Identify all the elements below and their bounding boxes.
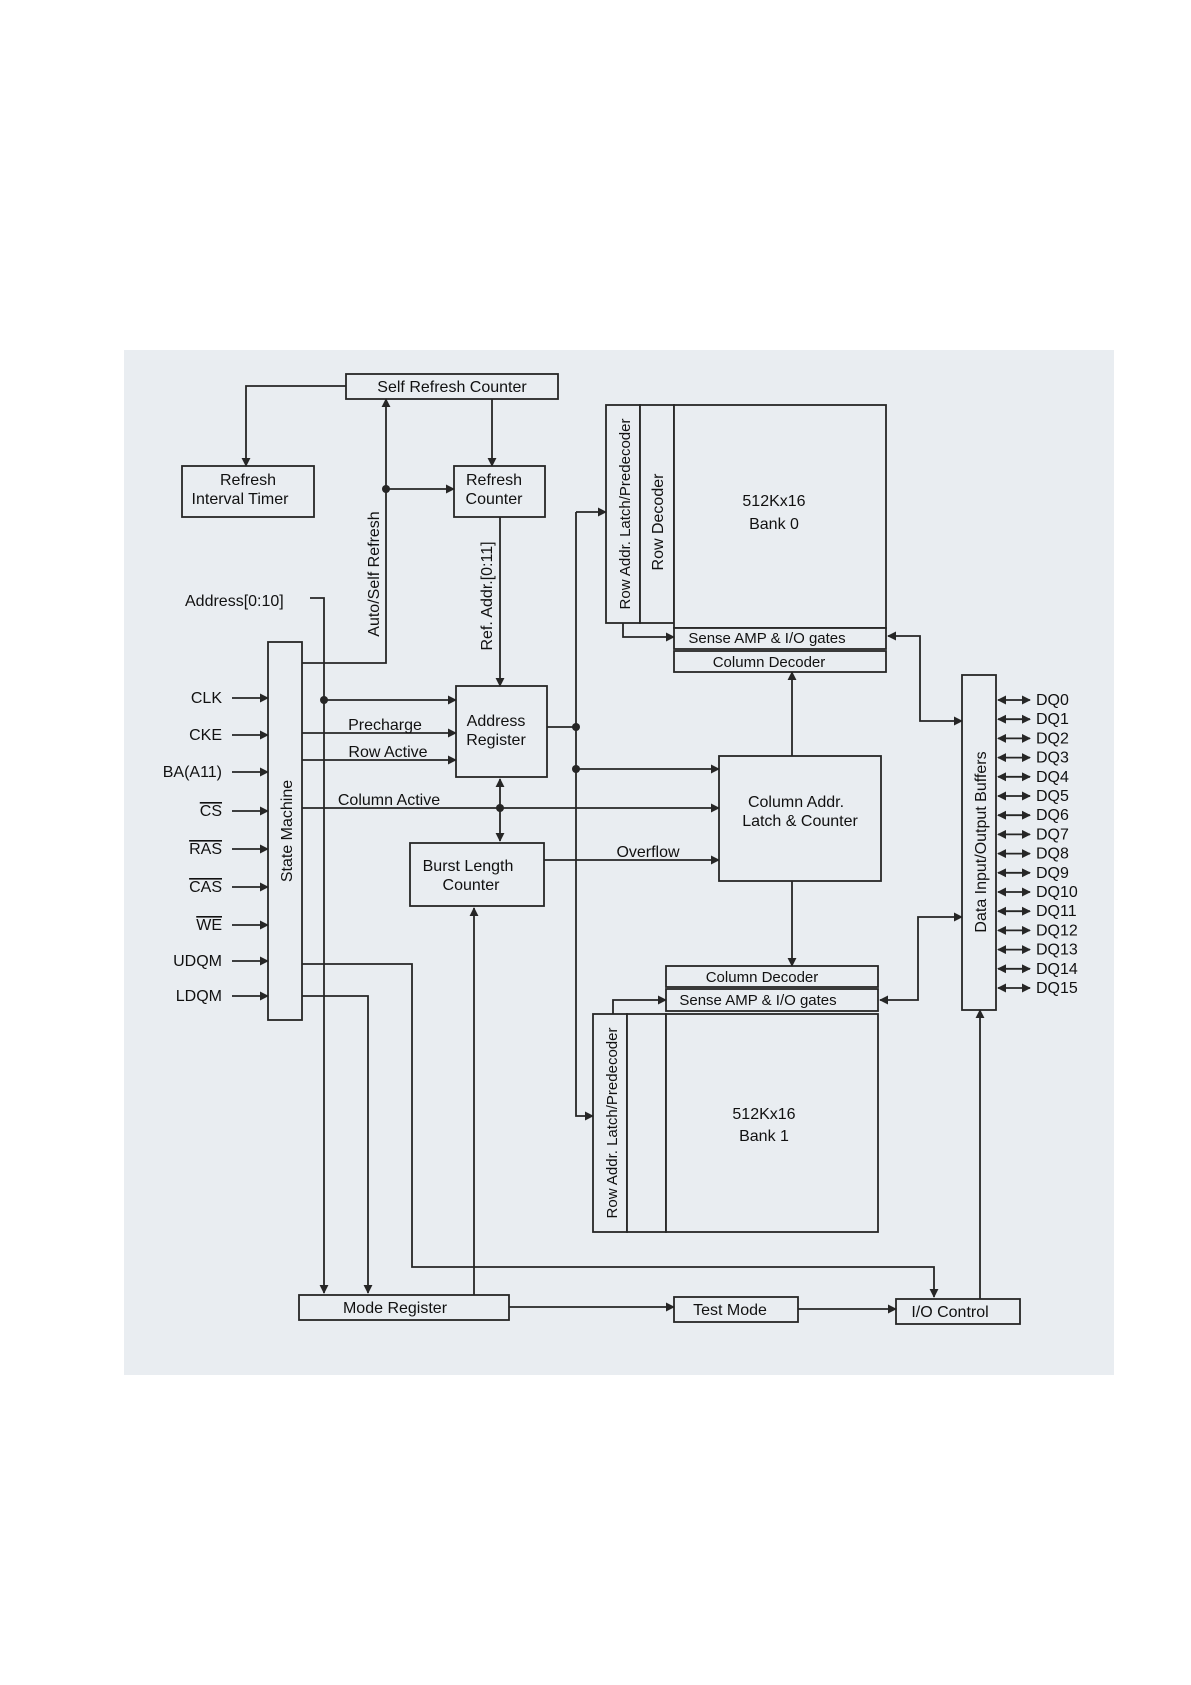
bank1-group: Column Decoder Sense AMP & I/O gates Row… <box>592 965 879 1233</box>
test-mode-label: Test Mode <box>693 1302 767 1319</box>
address-register-block: Address Register <box>455 685 548 778</box>
column-addr-latch-label-1: Column Addr. <box>748 794 844 811</box>
bank1-column-decoder-label: Column Decoder <box>706 969 819 986</box>
overflow-label: Overflow <box>616 844 680 861</box>
bank1-row-decoder <box>626 1013 667 1233</box>
refresh-interval-timer-label-1: Refresh <box>220 472 276 489</box>
bank1-array <box>665 1013 879 1233</box>
bank0-row-addr-latch-label: Row Addr. Latch/Predecoder <box>617 419 634 610</box>
wire-self-refresh-to-timer <box>241 385 346 467</box>
mode-register-block: Mode Register <box>298 1294 510 1321</box>
dq-label-0: DQ0 <box>1036 692 1069 709</box>
refresh-counter-block: Refresh Counter <box>453 465 546 518</box>
dq-label-14: DQ14 <box>1036 961 1078 978</box>
bank0-column-decoder <box>673 650 887 673</box>
wire-dqm-to-mode-register <box>302 995 373 1294</box>
bank0-row-decoder-label: Row Decoder <box>650 473 667 571</box>
input-pins: CLK CKE BA(A11) CS RAS CAS WE UDQM LDQM <box>163 690 269 1005</box>
wire-row-address-bus <box>575 512 594 1121</box>
dq-label-11: DQ11 <box>1036 903 1077 920</box>
bank0-array <box>673 404 887 629</box>
bank0-group: Row Addr. Latch/Predecoder Row Decoder 5… <box>605 404 887 673</box>
self-refresh-counter-label: Self Refresh Counter <box>377 379 527 396</box>
dq-label-10: DQ10 <box>1036 884 1078 901</box>
input-label-udqm: UDQM <box>173 953 222 970</box>
input-label-cas: CAS <box>189 879 222 896</box>
refresh-counter-label-1: Refresh <box>466 472 522 489</box>
bank1-column-decoder <box>665 965 879 988</box>
input-label-cs: CS <box>200 803 222 820</box>
junction-register-out <box>572 723 580 731</box>
bank0-label-1: 512Kx16 <box>742 493 805 510</box>
auto-self-refresh-label: Auto/Self Refresh <box>366 511 383 636</box>
bank1-sense-amp-label: Sense AMP & I/O gates <box>679 992 836 1009</box>
wire-bank0-data <box>887 631 963 726</box>
precharge-label: Precharge <box>348 717 422 734</box>
column-active-label: Column Active <box>338 792 440 809</box>
io-control-block: I/O Control <box>895 1298 1021 1325</box>
burst-length-counter-block: Burst Length Counter <box>409 842 545 907</box>
bank0-sense-amp-label: Sense AMP & I/O gates <box>688 630 845 647</box>
dq-label-2: DQ2 <box>1036 730 1069 747</box>
row-active-label: Row Active <box>348 744 427 761</box>
dq-label-12: DQ12 <box>1036 922 1078 939</box>
refresh-counter-label-2: Counter <box>466 491 524 508</box>
wire-address-bus <box>310 597 329 1294</box>
mode-register-label: Mode Register <box>343 1300 448 1317</box>
data-buffers-block: Data Input/Output Buffers <box>961 674 997 1011</box>
refresh-interval-timer-label-2: Interval Timer <box>192 491 290 508</box>
column-addr-latch-label-2: Latch & Counter <box>742 813 858 830</box>
bank0-column-decoder-label: Column Decoder <box>713 654 826 671</box>
input-label-cke: CKE <box>189 727 222 744</box>
junction-column-active <box>496 804 504 812</box>
junction-column-address <box>572 765 580 773</box>
column-addr-latch-block: Column Addr. Latch & Counter <box>718 755 882 882</box>
dq-label-4: DQ4 <box>1036 769 1069 786</box>
wire-bank0-sense <box>622 623 675 642</box>
burst-length-counter-label-2: Counter <box>443 877 501 894</box>
bank1-label-2: Bank 1 <box>739 1128 789 1145</box>
dq-label-9: DQ9 <box>1036 865 1069 882</box>
junction-refresh <box>382 485 390 493</box>
dq-label-7: DQ7 <box>1036 826 1069 843</box>
dq-label-5: DQ5 <box>1036 788 1069 805</box>
dq-label-15: DQ15 <box>1036 980 1078 997</box>
data-buffers-label: Data Input/Output Buffers <box>973 751 990 932</box>
state-machine-label: State Machine <box>279 780 296 882</box>
junction-address <box>320 696 328 704</box>
refresh-interval-timer-block: Refresh Interval Timer <box>181 465 315 518</box>
wire-bank1-sense <box>612 995 667 1014</box>
self-refresh-counter-block: Self Refresh Counter <box>345 373 559 400</box>
state-machine-block: State Machine <box>267 641 303 1021</box>
input-label-ras: RAS <box>189 841 222 858</box>
dq-label-1: DQ1 <box>1036 711 1069 728</box>
bank1-row-addr-latch <box>592 1013 628 1233</box>
input-label-ldqm: LDQM <box>176 988 222 1005</box>
wire-bank1-data <box>879 912 963 1005</box>
dq-pins: DQ0DQ1DQ2DQ3DQ4DQ5DQ6DQ7DQ8DQ9DQ10DQ11DQ… <box>997 692 1078 997</box>
address-label: Address[0:10] <box>185 593 284 610</box>
input-label-ba-a11: BA(A11) <box>163 764 222 781</box>
input-label-we: WE <box>196 917 222 934</box>
address-register-label-2: Register <box>466 732 526 749</box>
ref-addr-label: Ref. Addr.[0:11] <box>479 541 496 650</box>
dq-label-6: DQ6 <box>1036 807 1069 824</box>
test-mode-block: Test Mode <box>673 1296 799 1323</box>
wires <box>241 385 985 1314</box>
wire-dqm-to-io-control <box>302 963 939 1298</box>
input-label-clk: CLK <box>191 690 222 707</box>
burst-length-counter-label-1: Burst Length <box>423 858 514 875</box>
bank1-row-addr-latch-label: Row Addr. Latch/Predecoder <box>604 1028 621 1219</box>
address-register-label-1: Address <box>467 713 526 730</box>
bank0-label-2: Bank 0 <box>749 516 799 533</box>
io-control-label: I/O Control <box>911 1304 988 1321</box>
dq-label-3: DQ3 <box>1036 750 1069 767</box>
bank1-label-1: 512Kx16 <box>732 1106 795 1123</box>
dq-label-13: DQ13 <box>1036 942 1078 959</box>
dq-label-8: DQ8 <box>1036 846 1069 863</box>
